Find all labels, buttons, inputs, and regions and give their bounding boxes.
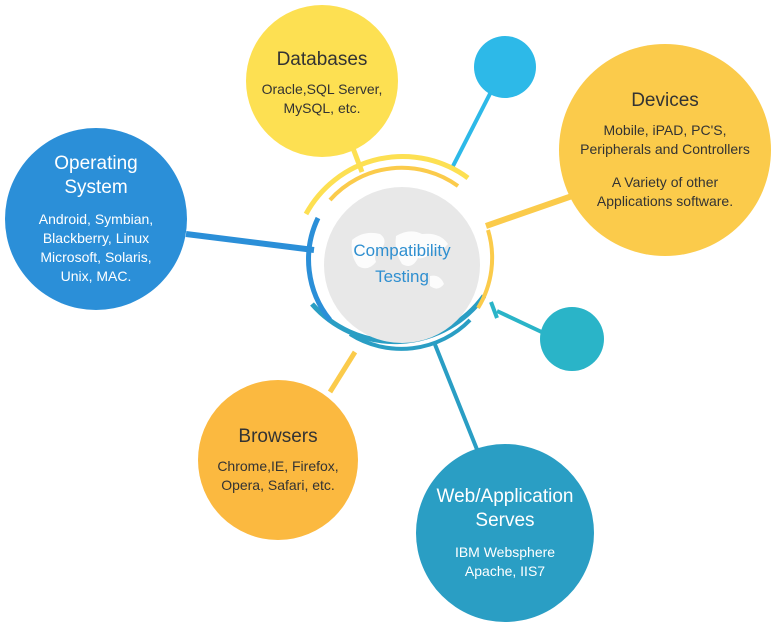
web-application-title: Web/Application Serves xyxy=(436,486,574,531)
operating-system-line: Blackberry, Linux xyxy=(42,230,150,246)
connector-browsers xyxy=(327,350,358,394)
databases-node: Databases Oracle,SQL Server, MySQL, etc. xyxy=(246,5,398,157)
ring-tick-right xyxy=(489,301,499,319)
connector-devices xyxy=(485,192,576,229)
connector-web-application xyxy=(432,341,480,453)
devices-line: Mobile, iPAD, PC'S, xyxy=(603,122,727,138)
center-label: Compatibility Testing xyxy=(324,238,480,290)
ring-mid-orange-arc xyxy=(328,165,460,202)
web-application-node: Web/Application Serves IBM Websphere Apa… xyxy=(416,444,594,622)
world-map-watermark xyxy=(351,231,448,289)
databases-line: MySQL, etc. xyxy=(283,100,361,116)
devices-line: A Variety of other xyxy=(611,174,719,190)
operating-system-title: Operating System xyxy=(54,153,138,198)
cyan-dot xyxy=(540,307,604,371)
browsers-title: Browsers xyxy=(238,426,318,447)
databases-title: Databases xyxy=(276,49,368,70)
devices-line: Peripherals and Controllers xyxy=(580,141,750,157)
ring-mid-blue-arc-left xyxy=(306,216,332,322)
ring-outer-yellow-arc xyxy=(303,154,470,216)
operating-system-line: Microsoft, Solaris, xyxy=(40,249,152,265)
devices-title: Devices xyxy=(631,90,699,111)
connector-operating-system xyxy=(185,231,315,253)
connector-sky-dot xyxy=(450,81,498,169)
web-application-line: Apache, IIS7 xyxy=(464,563,546,579)
browsers-line: Chrome,IE, Firefox, xyxy=(217,458,339,474)
web-application-line: IBM Websphere xyxy=(454,544,556,560)
connector-cyan-dot xyxy=(496,309,549,337)
devices-node: Devices Mobile, iPAD, PC'S, Peripherals … xyxy=(559,44,771,256)
sky-blue-dot xyxy=(474,36,536,98)
operating-system-line: Unix, MAC. xyxy=(60,268,132,284)
center-label-line: Testing xyxy=(375,267,429,286)
ring-mid-orange-arc-right xyxy=(476,229,495,310)
center-label-line: Compatibility xyxy=(353,241,451,260)
browsers-node: Browsers Chrome,IE, Firefox, Opera, Safa… xyxy=(198,380,358,540)
center-circle xyxy=(324,187,480,343)
operating-system-line: Android, Symbian, xyxy=(38,211,154,227)
devices-line: Applications software. xyxy=(596,193,734,209)
operating-system-node: Operating System Android, Symbian, Black… xyxy=(5,128,187,310)
ring-mid-blue-arc-bottom xyxy=(348,318,472,351)
browsers-line: Opera, Safari, etc. xyxy=(221,477,335,493)
databases-line: Oracle,SQL Server, xyxy=(261,81,383,97)
